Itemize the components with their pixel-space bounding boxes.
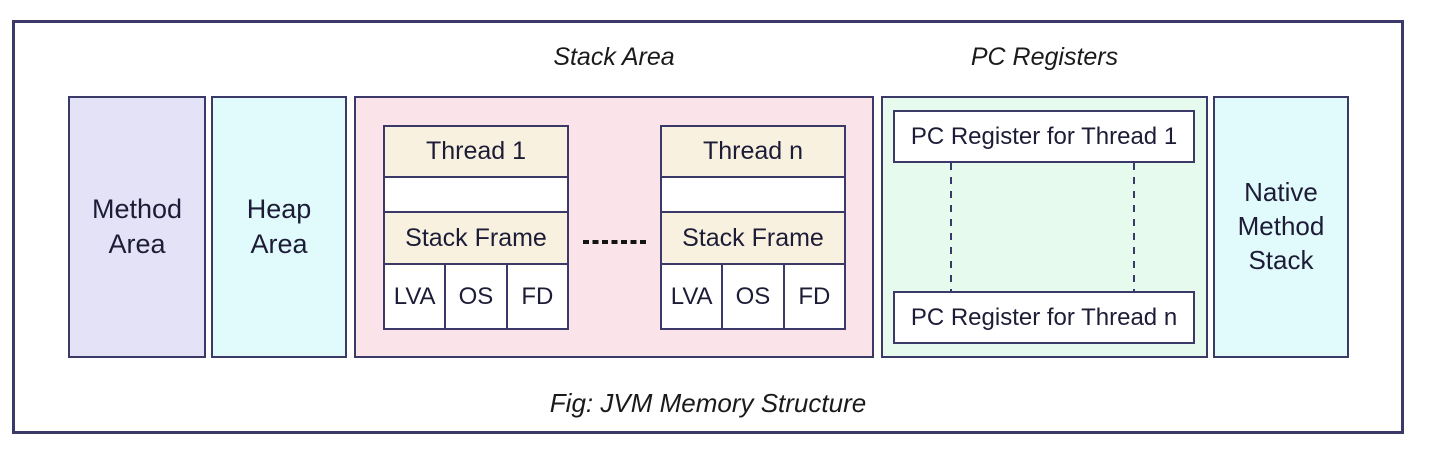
thread-stack-n: Thread n Stack Frame LVA OS FD: [660, 125, 846, 330]
thread-1-frame-cells: LVA OS FD: [385, 265, 567, 328]
thread-n-fd-cell: FD: [782, 265, 844, 328]
thread-n-title: Thread n: [662, 127, 844, 178]
stack-area-title: Stack Area: [553, 43, 675, 71]
thread-n-stack-frame-label: Stack Frame: [662, 213, 844, 265]
thread-dashed-connector: [583, 240, 648, 244]
pc-register-thread-n-box: PC Register for Thread n: [893, 291, 1195, 344]
native-method-stack-box: Native Method Stack: [1213, 96, 1349, 358]
thread-n-frame-cells: LVA OS FD: [662, 265, 844, 328]
pc-dashed-line-right: [1133, 163, 1135, 291]
thread-stack-1: Thread 1 Stack Frame LVA OS FD: [383, 125, 569, 330]
thread-n-os-cell: OS: [721, 265, 782, 328]
pc-dashed-line-left: [950, 163, 952, 291]
thread-1-lva-cell: LVA: [393, 282, 436, 310]
method-area-label: Method Area: [91, 193, 183, 259]
thread-1-stack-frame-label: Stack Frame: [385, 213, 567, 265]
heap-area-box: Heap Area: [211, 96, 347, 358]
thread-1-os-cell: OS: [444, 265, 505, 328]
thread-1-empty-row: [385, 178, 567, 213]
pc-registers-title: PC Registers: [970, 43, 1119, 71]
thread-1-title: Thread 1: [385, 127, 567, 178]
thread-n-empty-row: [662, 178, 844, 213]
native-method-stack-label: Native Method Stack: [1237, 177, 1325, 275]
figure-caption: Fig: JVM Memory Structure: [549, 388, 867, 418]
pc-register-thread-1-box: PC Register for Thread 1: [893, 110, 1195, 163]
thread-1-fd-cell: FD: [505, 265, 567, 328]
method-area-box: Method Area: [68, 96, 206, 358]
heap-area-label: Heap Area: [246, 193, 312, 259]
thread-n-lva-cell: LVA: [670, 282, 713, 310]
